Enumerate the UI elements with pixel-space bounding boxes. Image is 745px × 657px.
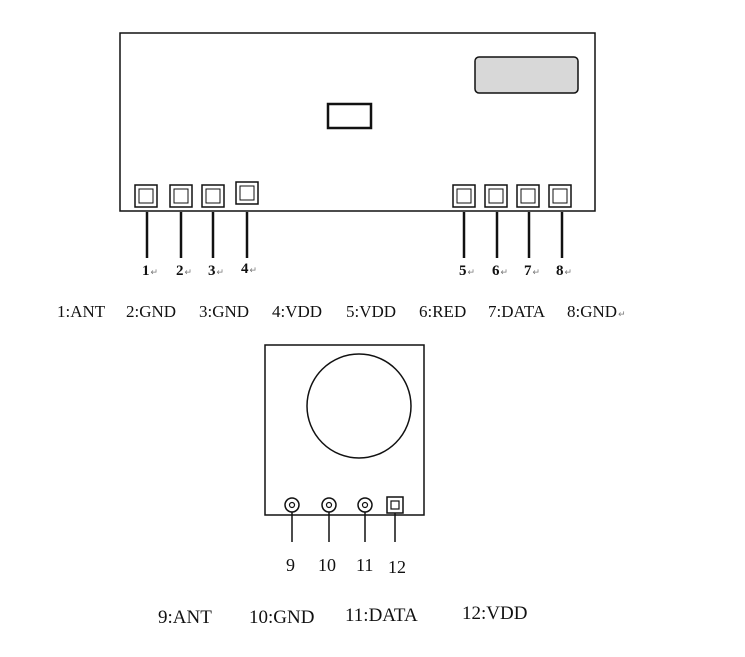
pin-2 [169,184,193,258]
pin-label-6: 6↵ [492,263,509,279]
pin-6 [484,184,508,258]
pin-label-3: 3↵ [208,263,225,279]
pin-4 [235,181,259,258]
transmitter-pins [284,496,404,542]
legend-pin-6: 6:RED [419,302,467,321]
pin-5 [452,184,476,258]
pin-label-10: 10 [318,555,336,575]
legend-pin-9: 9:ANT [158,607,212,628]
pin-label-2: 2↵ [176,263,193,279]
pin-label-8: 8↵ [556,263,573,279]
legend-pin-2: 2:GND [126,302,177,321]
legend-pin-7: 7:DATA [488,302,546,321]
legend-pin-8: 8:GND↵ [567,302,626,321]
legend-pin-10: 10:GND [249,607,315,628]
pin-8 [548,184,572,258]
pin-1 [134,184,158,258]
legend-pin-3: 3:GND [199,302,250,321]
pin-9 [284,497,300,542]
pin-label-7: 7↵ [524,263,541,279]
pin-3 [201,184,225,258]
pin-label-4: 4↵ [241,261,258,277]
chip-component [326,102,373,130]
pin-label-1: 1↵ [142,263,159,279]
saw-resonator [306,353,412,459]
pin-11 [357,497,373,542]
legend-pin-12: 12:VDD [462,603,528,624]
pin-label-5: 5↵ [459,263,476,279]
pin-12 [386,496,404,542]
receiver-pins [134,181,572,258]
pin-label-9: 9 [286,555,295,575]
legend-pin-1: 1:ANT [57,302,106,321]
pin-label-11: 11 [356,555,374,575]
legend-pin-4: 4:VDD [272,302,323,321]
legend-pin-5: 5:VDD [346,302,397,321]
pin-10 [321,497,337,542]
pin-label-12: 12 [388,557,406,577]
crystal-component [474,56,579,94]
legend-pin-11: 11:DATA [345,605,418,626]
pin-7 [516,184,540,258]
